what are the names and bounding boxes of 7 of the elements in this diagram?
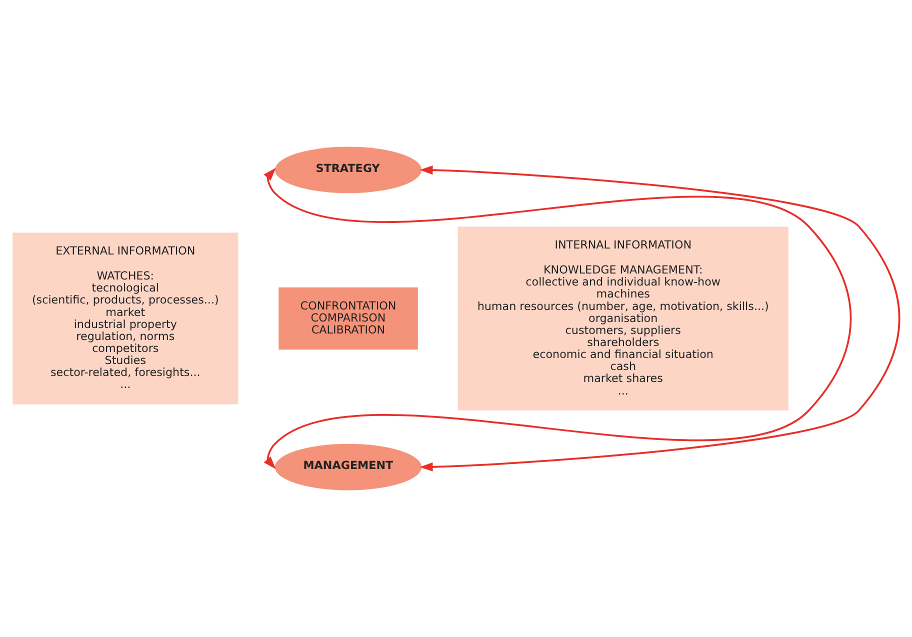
node-box: INTERNAL INFORMATION KNOWLEDGE MANAGEMENT: collective and individual know-how machines human resources (number, age, motivation, skills...) organisation customers, suppliers shareholders economic and financial situation cash market shares ... <box>458 226 788 410</box>
arrow <box>264 168 852 470</box>
node-box: EXTERNAL INFORMATION WATCHES: tecnological (scientific, products, processes...) market industrial property regulation, norms competitors Studies sector-related, foresights... ... <box>12 232 238 404</box>
node-ellipse: MANAGEMENT <box>274 444 422 490</box>
node-ellipse: STRATEGY <box>274 146 422 194</box>
node-box: CONFRONTATION COMPARISON CALIBRATION <box>278 287 418 350</box>
arrow <box>420 166 900 472</box>
